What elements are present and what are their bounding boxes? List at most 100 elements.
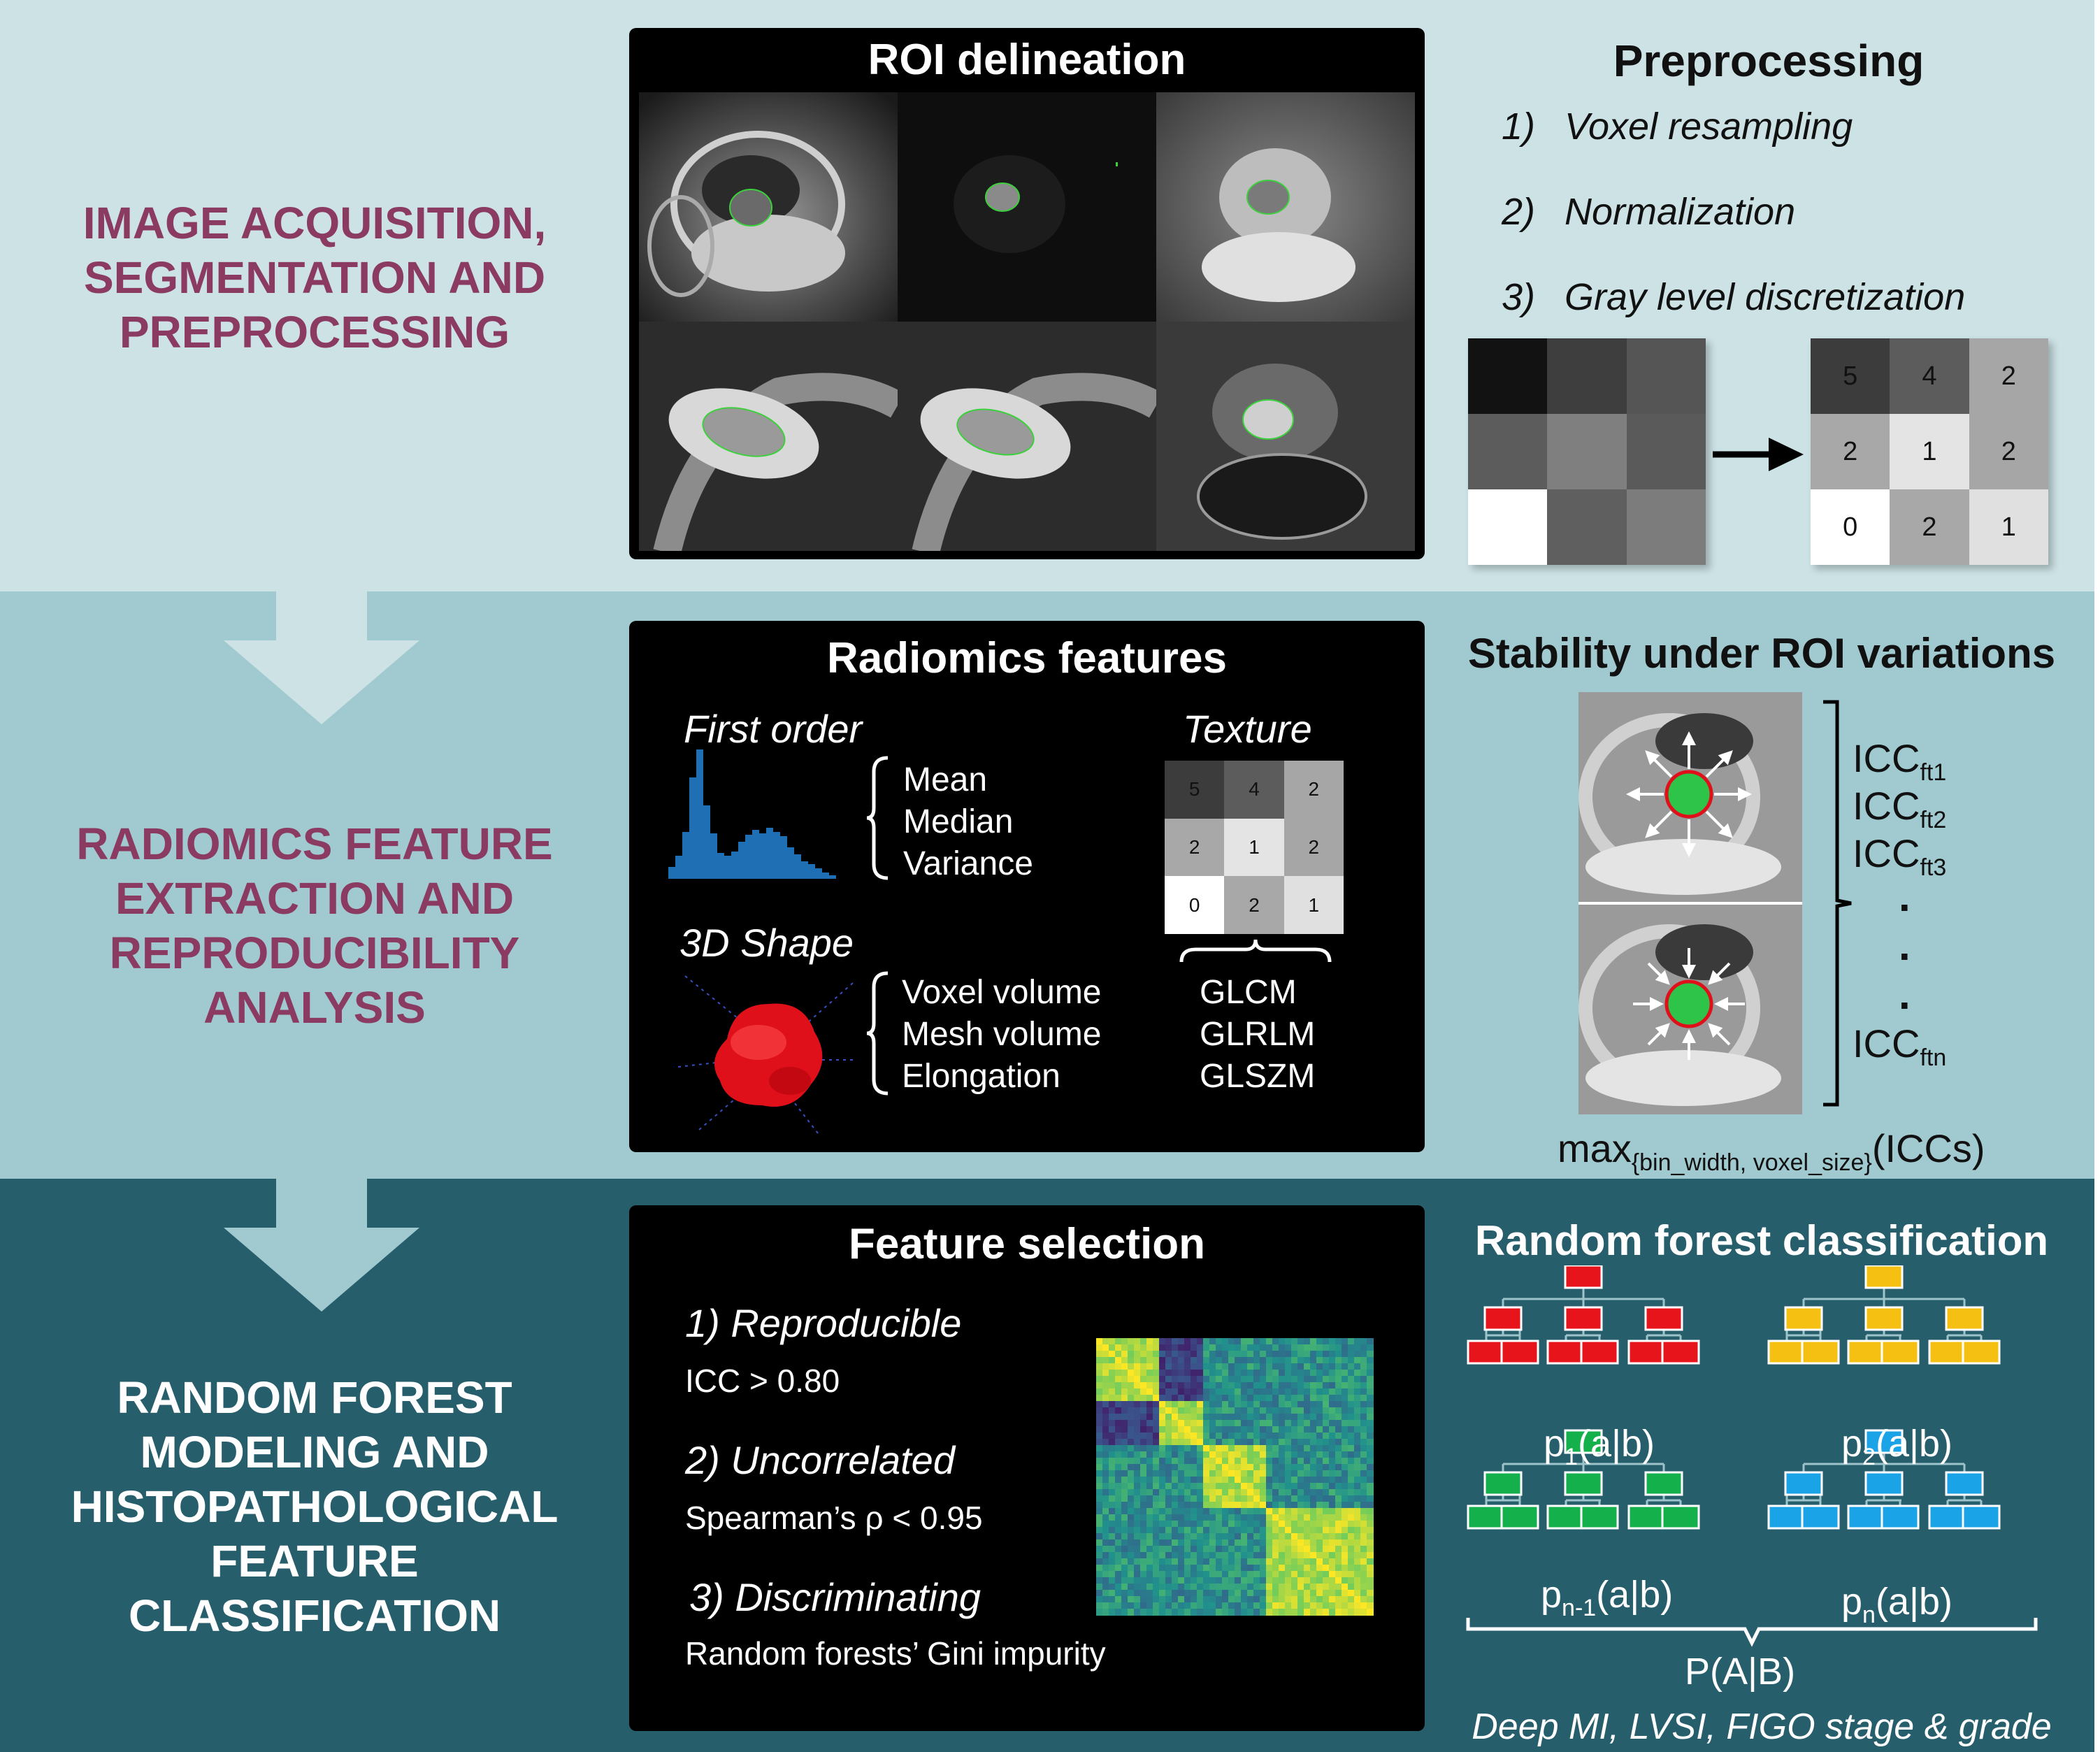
heatmap-cell — [1272, 1539, 1279, 1546]
heatmap-cell — [1260, 1382, 1267, 1389]
heatmap-cell — [1342, 1401, 1349, 1408]
heatmap-cell — [1335, 1464, 1342, 1471]
heatmap-cell — [1209, 1590, 1216, 1597]
heatmap-cell — [1140, 1357, 1147, 1364]
heatmap-cell — [1348, 1439, 1355, 1446]
heatmap-cell — [1184, 1464, 1191, 1471]
tree-probability-1: p1(a|b) — [1544, 1422, 1655, 1471]
heatmap-cell — [1140, 1558, 1147, 1565]
heatmap-cell — [1121, 1489, 1128, 1496]
heatmap-cell — [1159, 1577, 1166, 1584]
heatmap-cell — [1165, 1426, 1172, 1433]
heatmap-cell — [1216, 1596, 1223, 1603]
heatmap-cell — [1203, 1596, 1210, 1603]
heatmap-cell — [1235, 1433, 1242, 1439]
heatmap-cell — [1203, 1433, 1210, 1439]
heatmap-cell — [1279, 1521, 1286, 1528]
icc-sub: ft1 — [1920, 759, 1947, 787]
heatmap-cell — [1159, 1433, 1166, 1439]
heatmap-cell — [1096, 1420, 1103, 1427]
heatmap-cell — [1109, 1552, 1116, 1559]
heatmap-cell — [1247, 1590, 1254, 1597]
decision-tree — [1467, 1429, 1700, 1530]
tree-node — [1483, 1471, 1523, 1496]
heatmap-cell — [1102, 1382, 1109, 1389]
heatmap-cell — [1115, 1609, 1122, 1616]
heatmap-cell — [1367, 1527, 1374, 1534]
heatmap-cell — [1241, 1533, 1248, 1540]
heatmap-cell — [1354, 1539, 1361, 1546]
heatmap-cell — [1241, 1558, 1248, 1565]
heatmap-cell — [1329, 1514, 1336, 1521]
heatmap-cell — [1247, 1584, 1254, 1591]
heatmap-cell — [1191, 1464, 1198, 1471]
heatmap-cell — [1134, 1539, 1141, 1546]
heatmap-cell — [1222, 1521, 1229, 1528]
heatmap-cell — [1360, 1483, 1367, 1490]
heatmap-cell — [1329, 1414, 1336, 1421]
heatmap-cell — [1360, 1407, 1367, 1414]
heatmap-cell — [1323, 1539, 1330, 1546]
heatmap-cell — [1272, 1338, 1279, 1345]
heatmap-cell — [1228, 1527, 1235, 1534]
heatmap-cell — [1335, 1489, 1342, 1496]
heatmap-cell — [1304, 1571, 1311, 1578]
heatmap-cell — [1247, 1514, 1254, 1521]
grid-cell: 1 — [1224, 818, 1284, 877]
feature-item: Elongation — [902, 1058, 1060, 1095]
heatmap-cell — [1247, 1464, 1254, 1471]
heatmap-cell — [1209, 1351, 1216, 1358]
heatmap-cell — [1222, 1344, 1229, 1351]
heatmap-cell — [1159, 1439, 1166, 1446]
heatmap-cell — [1360, 1351, 1367, 1358]
heatmap-cell — [1272, 1514, 1279, 1521]
heatmap-cell — [1165, 1477, 1172, 1484]
heatmap-cell — [1178, 1395, 1185, 1402]
heatmap-cell — [1140, 1609, 1147, 1616]
heatmap-cell — [1329, 1577, 1336, 1584]
grid-cell: 2 — [1890, 489, 1969, 565]
heatmap-cell — [1109, 1388, 1116, 1395]
heatmap-cell — [1348, 1596, 1355, 1603]
heatmap-cell — [1316, 1376, 1323, 1383]
heatmap-cell — [1096, 1382, 1103, 1389]
heatmap-cell — [1291, 1433, 1298, 1439]
heatmap-cell — [1197, 1439, 1204, 1446]
heatmap-cell — [1335, 1546, 1342, 1553]
heatmap-cell — [1354, 1577, 1361, 1584]
heatmap-cell — [1096, 1483, 1103, 1490]
heatmap-cell — [1247, 1382, 1254, 1389]
heatmap-cell — [1323, 1514, 1330, 1521]
flow-arrow-down-2 — [224, 1179, 419, 1312]
heatmap-cell — [1354, 1584, 1361, 1591]
heatmap-cell — [1297, 1470, 1304, 1477]
heatmap-cell — [1272, 1401, 1279, 1408]
heatmap-cell — [1348, 1414, 1355, 1421]
heatmap-cell — [1228, 1546, 1235, 1553]
heatmap-cell — [1109, 1577, 1116, 1584]
heatmap-cell — [1197, 1571, 1204, 1578]
heatmap-cell — [1297, 1539, 1304, 1546]
heatmap-cell — [1115, 1483, 1122, 1490]
heatmap-cell — [1235, 1445, 1242, 1452]
heatmap-cell — [1178, 1458, 1185, 1465]
heatmap-cell — [1260, 1351, 1267, 1358]
stage-title-line: SEGMENTATION AND — [83, 252, 546, 303]
heatmap-cell — [1329, 1571, 1336, 1578]
heatmap-cell — [1159, 1338, 1166, 1345]
heatmap-cell — [1178, 1451, 1185, 1458]
grid-cell — [1547, 414, 1627, 489]
heatmap-cell — [1348, 1370, 1355, 1377]
heatmap-cell — [1367, 1533, 1374, 1540]
heatmap-cell — [1241, 1407, 1248, 1414]
heatmap-cell — [1297, 1464, 1304, 1471]
heatmap-cell — [1178, 1552, 1185, 1559]
heatmap-cell — [1121, 1470, 1128, 1477]
heatmap-cell — [1184, 1451, 1191, 1458]
heatmap-cell — [1260, 1602, 1267, 1609]
heatmap-cell — [1115, 1344, 1122, 1351]
heatmap-cell — [1279, 1584, 1286, 1591]
heatmap-cell — [1329, 1388, 1336, 1395]
heatmap-cell — [1279, 1426, 1286, 1433]
heatmap-cell — [1323, 1426, 1330, 1433]
